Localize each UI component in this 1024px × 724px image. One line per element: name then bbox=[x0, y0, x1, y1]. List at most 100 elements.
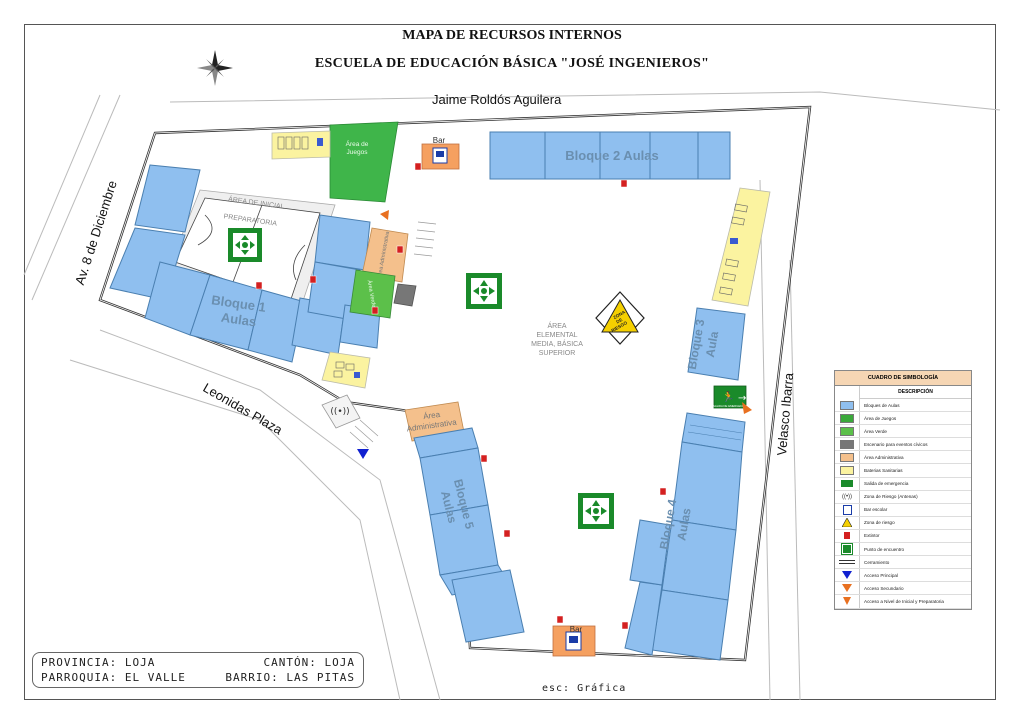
legend-item-label: Salida de emergencia bbox=[859, 477, 908, 490]
legend-item: Zona de riesgo bbox=[835, 516, 971, 530]
legend-item: Escenario para eventos cívicos bbox=[835, 438, 971, 452]
legend-item-label: Acceso a Nivel de Inicial y Preparatoria bbox=[859, 595, 944, 608]
location-info-box: PROVINCIA: LOJA CANTÓN: LOJA PARROQUIA: E… bbox=[32, 652, 364, 688]
acceso-principal-icon bbox=[357, 449, 369, 459]
legend-item-label: Zona de Riesgo (Antenas) bbox=[859, 490, 918, 503]
legend-header: DESCRIPCIÓN bbox=[859, 386, 971, 399]
bloque-4 bbox=[624, 412, 746, 661]
bar-bottom bbox=[552, 625, 596, 657]
area-elemental-label-line4: SUPERIOR bbox=[539, 350, 576, 357]
street-lines bbox=[23, 91, 1001, 701]
legend-swatch bbox=[835, 400, 859, 410]
area-juegos-label-line1: Área de bbox=[346, 139, 369, 148]
exit-sign-icon: 🏃 → bbox=[713, 385, 747, 409]
legend-item: Acceso Principal bbox=[835, 569, 971, 583]
meeting-point-icon bbox=[228, 228, 262, 262]
legend-item: Acceso a Nivel de Inicial y Preparatoria bbox=[835, 595, 971, 609]
area-elemental-label-line1: ÁREA bbox=[547, 321, 566, 330]
bar-bottom-label: Bar bbox=[570, 625, 583, 634]
area-verde bbox=[349, 269, 396, 319]
svg-text:→: → bbox=[738, 393, 746, 404]
bar-top-label: Bar bbox=[433, 136, 446, 145]
street-top-label: Jaime Roldós Aguilera bbox=[432, 92, 562, 107]
bloque-3-label-line2: Aula bbox=[703, 330, 721, 358]
area-elemental-label-line2: ELEMENTAL bbox=[536, 332, 577, 339]
baterias-sanitarias-left bbox=[321, 351, 371, 389]
meeting-point-icon bbox=[578, 493, 614, 529]
legend-item-label: Cerramiento bbox=[859, 556, 889, 569]
legend-item-label: Área Verde bbox=[859, 425, 887, 438]
exit-icon bbox=[835, 480, 859, 488]
bloque-1-label-line2: Aulas bbox=[220, 310, 257, 330]
risk-zone-label-line1: ZONA bbox=[612, 309, 626, 320]
bar-top bbox=[421, 143, 460, 170]
meeting-point-icon bbox=[835, 543, 859, 556]
acceso-inicial-icon bbox=[380, 210, 389, 220]
bloque-2 bbox=[489, 131, 731, 180]
parroquia-text: PARROQUIA: EL VALLE bbox=[41, 671, 186, 684]
provincia-text: PROVINCIA: LOJA bbox=[41, 656, 156, 669]
legend-item-label: Área Administrativa bbox=[859, 451, 904, 464]
stairs bbox=[413, 221, 437, 257]
area-elemental-label-line3: MEDIA, BÁSICA bbox=[531, 339, 583, 348]
exit-sign-label: SALIDA DE EMERGENCIA bbox=[713, 404, 747, 408]
map-frame bbox=[24, 24, 996, 700]
bar-icon bbox=[835, 504, 859, 515]
compass-rose-icon bbox=[197, 50, 233, 86]
legend-item-label: Escenario para eventos cívicos bbox=[859, 438, 928, 451]
map-subtitle: ESCUELA DE EDUCACIÓN BÁSICA "JOSÉ INGENI… bbox=[314, 56, 710, 71]
antenna-icon: ((•)) bbox=[841, 493, 853, 500]
legend-item: Extintor bbox=[835, 529, 971, 544]
bloque-1 bbox=[109, 164, 381, 363]
bloque-3 bbox=[687, 307, 746, 381]
svg-text:((•)): ((•)) bbox=[330, 407, 349, 417]
legend-item-label: Zona de riesgo bbox=[859, 516, 895, 529]
legend-item: Cerramiento bbox=[835, 556, 971, 570]
risk-zone-label-line2: DE bbox=[615, 317, 623, 324]
area-admin-main-label-line1: Área bbox=[423, 410, 442, 421]
legend-item: Área de Juegos bbox=[835, 412, 971, 426]
area-verde-label: Área Verde bbox=[366, 280, 378, 308]
legend-swatch bbox=[835, 413, 859, 423]
map-title: MAPA DE RECURSOS INTERNOS bbox=[402, 28, 622, 43]
acceso-secundario-icon bbox=[742, 402, 752, 414]
legend-item: Baterias Sanitarias bbox=[835, 464, 971, 478]
canton-text: CANTÓN: LOJA bbox=[263, 656, 355, 669]
svg-text:🏃: 🏃 bbox=[722, 390, 734, 403]
arrow-orange-small-icon bbox=[835, 597, 859, 606]
legend-item: Área Verde bbox=[835, 425, 971, 439]
legend-item: ((•)) Zona de Riesgo (Antenas) bbox=[835, 490, 971, 504]
meeting-point-icon bbox=[466, 273, 502, 309]
legend-item-label: Acceso Secundario bbox=[859, 582, 904, 595]
scale-label: esc: Gráfica bbox=[542, 683, 627, 694]
legend-title: CUADRO DE SIMBOLOGÍA bbox=[835, 371, 971, 386]
barrio-text: BARRIO: LAS PITAS bbox=[225, 671, 355, 684]
legend-item: Bloques de Aulas bbox=[835, 399, 971, 413]
area-juegos-label-line2: Juegos bbox=[347, 149, 369, 156]
legend-item-label: Bar escolar bbox=[859, 503, 887, 516]
legend-item-label: Baterias Sanitarias bbox=[859, 464, 903, 477]
legend-item: Bar escolar bbox=[835, 503, 971, 517]
area-de-juegos bbox=[329, 121, 399, 203]
legend-swatch bbox=[835, 439, 859, 449]
arrow-orange-icon bbox=[835, 584, 859, 593]
arrow-blue-icon bbox=[835, 571, 859, 580]
legend-item: Punto de encuentro bbox=[835, 543, 971, 557]
legend-swatch bbox=[835, 466, 859, 476]
legend-item-label: Extintor bbox=[859, 529, 880, 543]
area-administrativa-top bbox=[361, 227, 409, 283]
extinguisher-icon bbox=[835, 532, 859, 540]
legend-item-label: Área de Juegos bbox=[859, 412, 896, 425]
bloque-5 bbox=[413, 427, 525, 643]
legend-item-label: Punto de encuentro bbox=[859, 543, 904, 556]
legend-item: Acceso Secundario bbox=[835, 582, 971, 596]
baterias-sanitarias-top bbox=[271, 130, 331, 160]
stairs-entrance bbox=[349, 419, 379, 449]
legend-swatch bbox=[835, 452, 859, 462]
bloque-2-label: Bloque 2 Aulas bbox=[565, 148, 658, 163]
bloque-4-label-line2: Aulas bbox=[674, 507, 694, 542]
risk-icon bbox=[835, 518, 859, 528]
escenario-civico bbox=[393, 283, 417, 307]
fence-icon bbox=[835, 560, 859, 565]
